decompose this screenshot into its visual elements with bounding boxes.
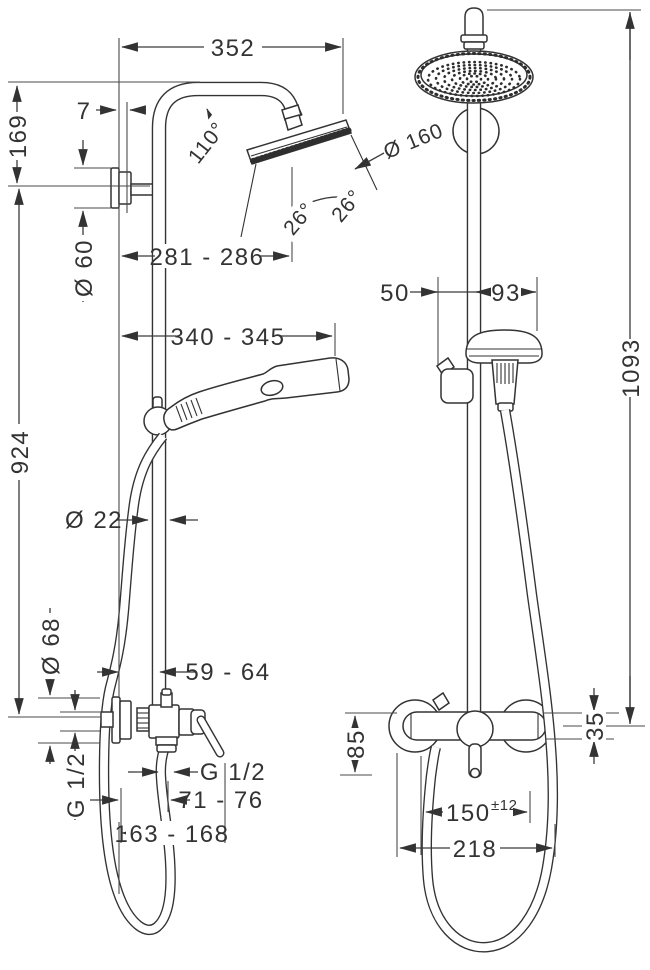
valve-inlet-stub xyxy=(100,711,114,728)
front-view xyxy=(388,7,559,953)
side-view xyxy=(98,81,378,936)
dim-body-height-label: 85 xyxy=(343,729,370,759)
valve-outlet-side xyxy=(155,736,178,746)
dim-total-depth-label: 163 - 168 xyxy=(115,821,230,848)
holder-lever-front xyxy=(435,356,456,377)
spray-nozzles xyxy=(416,52,532,102)
dim-upper-height-label: 169 xyxy=(5,114,32,159)
dim-connection-distance-label: 150 xyxy=(446,800,491,827)
hand-shower-joint xyxy=(260,379,284,397)
dim-outlet-depth-label: 71 - 76 xyxy=(178,787,263,814)
holder-front xyxy=(440,368,474,404)
dim-head-reach-label: 281 - 286 xyxy=(150,244,265,271)
valve-knob-front xyxy=(456,710,494,748)
head-dia-leader xyxy=(354,152,385,170)
wall-bracket-body xyxy=(118,171,132,205)
dim-pipe-dia-label: Ø 22 xyxy=(65,507,123,534)
dim-handshower-offset-label: 93 xyxy=(491,280,521,307)
dim-inlet-thread-label: G 1/2 xyxy=(63,752,90,818)
dim-valve-depth-label: 59 - 64 xyxy=(185,659,270,686)
dim-wall-offset-label: 7 xyxy=(77,98,92,125)
wall-bracket-flange xyxy=(110,167,120,209)
grip-hatch xyxy=(175,397,203,423)
shower-hose-front xyxy=(421,409,559,953)
spray-cone-line xyxy=(350,134,378,191)
dim-top-width-label: 352 xyxy=(211,35,256,62)
dim-holder-offset-label: 50 xyxy=(380,280,410,307)
diverter-knob-front xyxy=(431,691,451,712)
pipe-top-connector xyxy=(464,7,484,38)
dim-total-height-label: 1093 xyxy=(618,338,645,397)
dim-bracket-dia-label: Ø 60 xyxy=(71,239,98,297)
dim-head-dia-label: Ø 160 xyxy=(380,119,446,164)
dim-connection-tolerance-label: ±12 xyxy=(491,797,517,814)
dim-lower-height-label: 924 xyxy=(7,430,34,475)
spray-cone-line xyxy=(240,163,257,238)
dimension-labels: 352 7 169 Ø 60 281 - 286 110° 26° 26° Ø … xyxy=(5,34,645,863)
hand-shower-front xyxy=(465,329,543,364)
dim-valve-width-label: 218 xyxy=(453,836,498,863)
dim-outlet-thread-label: G 1/2 xyxy=(200,759,266,786)
dim-body-dia-label: 35 xyxy=(582,711,609,741)
dim-escutcheon-dia-label: Ø 68 xyxy=(38,617,65,675)
hand-shower-side xyxy=(163,357,350,431)
valve-body-side xyxy=(148,704,180,739)
overhead-shower-front xyxy=(414,50,534,104)
dim-handshower-reach-label: 340 - 345 xyxy=(171,324,286,351)
handle-hatch xyxy=(496,363,514,384)
hose-nut-front xyxy=(497,402,514,412)
